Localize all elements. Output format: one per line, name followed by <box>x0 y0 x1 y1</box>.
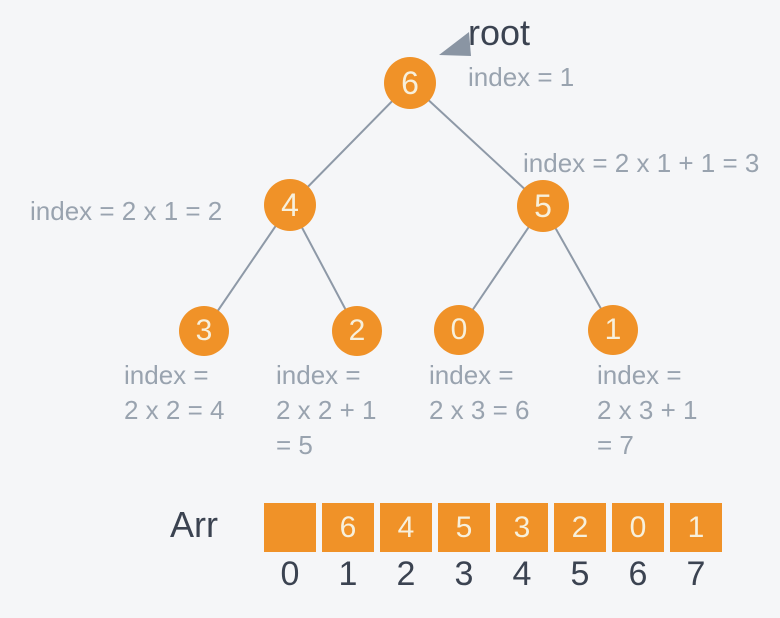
array-index-7: 7 <box>686 555 706 593</box>
tree-node-leaf-3: 0 <box>434 305 484 355</box>
array-cell-3: 5 <box>438 503 490 552</box>
index-label-leaf-2: index = 2 x 2 + 1 = 5 <box>276 360 377 460</box>
array-cell-7: 1 <box>670 503 722 552</box>
array-indices: 0 1 2 3 4 5 6 7 <box>264 555 722 593</box>
index-label-leaf-4: index = 2 x 3 + 1 = 7 <box>597 360 698 460</box>
array-index-2: 2 <box>396 555 416 593</box>
array-index-3: 3 <box>454 555 474 593</box>
array-cell-1: 6 <box>322 503 374 552</box>
array-index-6: 6 <box>628 555 648 593</box>
tree-node-right: 5 <box>517 180 569 232</box>
tree-node-root: 6 <box>384 57 436 109</box>
root-arrow-icon <box>439 32 471 56</box>
index-label-right-child: index = 2 x 1 + 1 = 3 <box>523 148 760 178</box>
array-cell-6: 0 <box>612 503 664 552</box>
tree-node-leaf-4: 1 <box>588 305 638 355</box>
array-index-4: 4 <box>512 555 532 593</box>
tree-node-left: 4 <box>264 179 316 231</box>
array-cells: 6 4 5 3 2 0 1 <box>264 503 722 552</box>
index-label-root: index = 1 <box>468 62 575 92</box>
tree-node-leaf-1: 3 <box>179 306 229 356</box>
array-index-1: 1 <box>338 555 358 593</box>
array-index-0: 0 <box>280 555 300 593</box>
array-cell-2: 4 <box>380 503 432 552</box>
tree-node-leaf-2: 2 <box>332 306 382 356</box>
array-cell-5: 2 <box>554 503 606 552</box>
index-label-leaf-3: index = 2 x 3 = 6 <box>429 360 530 425</box>
array-cell-0 <box>264 503 316 552</box>
root-pointer-label: root <box>468 12 531 53</box>
index-label-leaf-1: index = 2 x 2 = 4 <box>124 360 225 425</box>
array-label: Arr <box>170 504 218 545</box>
index-label-left-child: index = 2 x 1 = 2 <box>30 196 223 226</box>
array-cell-4: 3 <box>496 503 548 552</box>
array-index-5: 5 <box>570 555 590 593</box>
